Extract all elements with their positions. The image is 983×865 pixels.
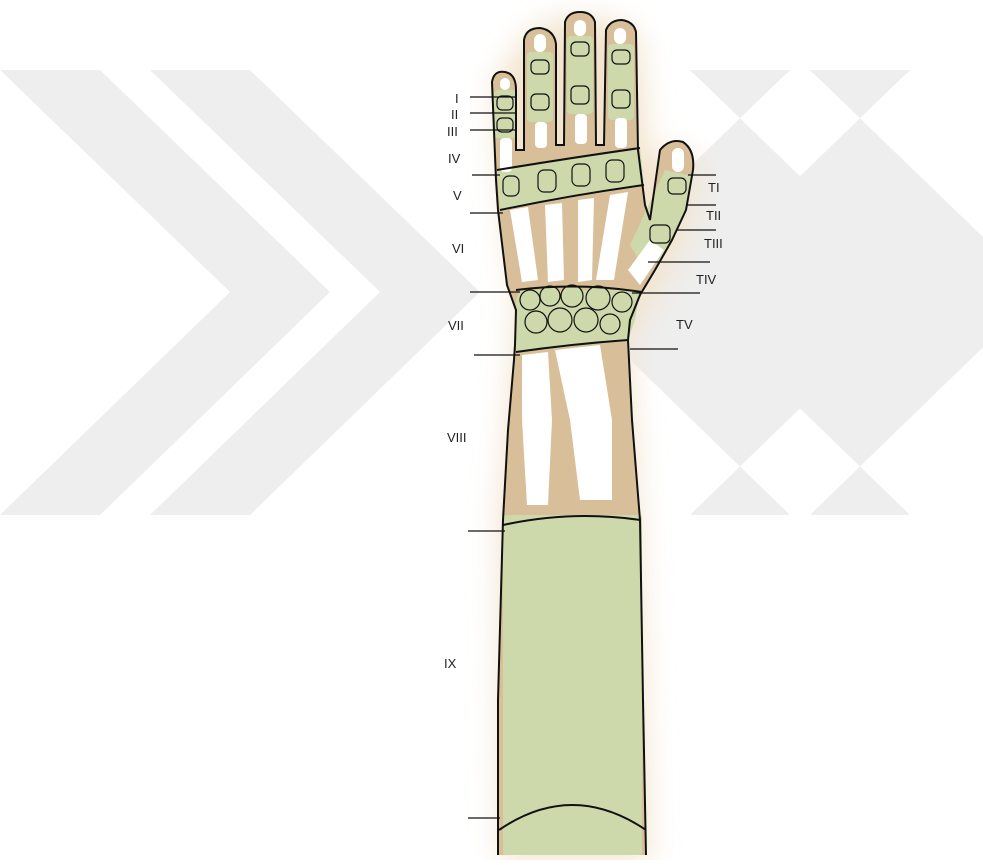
zone-label-TI: TI — [708, 180, 720, 195]
joint — [668, 178, 686, 194]
carpal — [520, 290, 540, 310]
tip-index — [500, 78, 510, 90]
ulna-bone — [522, 352, 552, 505]
phalanx-ring — [575, 114, 587, 144]
phalanx-middle — [535, 122, 547, 148]
carpal — [525, 311, 547, 333]
carpal — [600, 314, 620, 334]
carpal — [586, 286, 610, 310]
joint — [612, 50, 630, 64]
zone-label-I: I — [455, 91, 459, 106]
zone-label-TIII: TIII — [704, 236, 723, 251]
carpal — [612, 292, 632, 312]
joint — [606, 160, 624, 182]
joint — [538, 170, 556, 192]
phalanx-little — [615, 118, 627, 148]
carpal — [574, 308, 598, 332]
joint — [531, 94, 549, 110]
joint — [572, 164, 590, 186]
joint — [497, 96, 513, 110]
zone-label-TII: TII — [706, 208, 721, 223]
tip-ring — [574, 20, 586, 36]
carpal — [561, 285, 583, 307]
zone-label-VIII: VIII — [447, 430, 467, 445]
zone-label-VI: VI — [452, 241, 464, 256]
joint — [571, 42, 589, 56]
zone-label-III: III — [447, 124, 458, 139]
zone-label-IX: IX — [444, 656, 457, 671]
tip-middle — [534, 34, 546, 52]
zone-label-TIV: TIV — [696, 272, 717, 287]
tip-little — [614, 28, 626, 44]
joint — [503, 176, 519, 196]
carpal — [548, 308, 572, 332]
zone-label-TV: TV — [676, 317, 693, 332]
joint — [531, 60, 549, 74]
zone-label-II: II — [451, 107, 458, 122]
joint — [571, 86, 589, 104]
joint — [650, 225, 670, 243]
zone-label-IV: IV — [448, 151, 461, 166]
carpal — [540, 286, 560, 306]
metacarpal-3 — [545, 203, 564, 282]
joint — [612, 90, 630, 108]
metacarpal-4 — [578, 198, 594, 282]
tip-thumb — [672, 148, 684, 172]
zone-label-VII: VII — [448, 318, 464, 333]
zone-label-V: V — [453, 188, 462, 203]
